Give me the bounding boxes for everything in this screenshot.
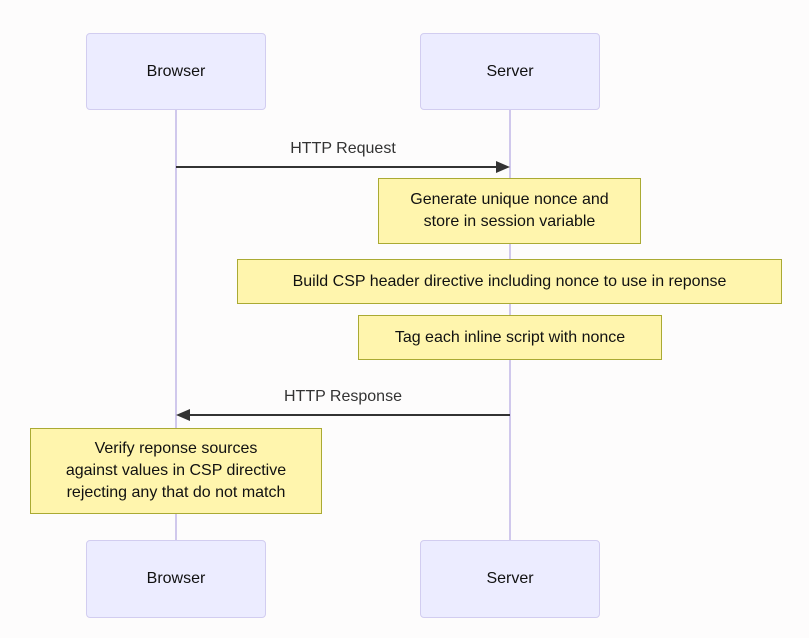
- note-generate-nonce: Generate unique nonce and store in sessi…: [378, 178, 641, 244]
- actor-server-label: Server: [486, 62, 534, 80]
- actor-browser-label: Browser: [146, 570, 206, 587]
- note-tag-inline-script: Tag each inline script with nonce: [358, 315, 662, 360]
- browser-lifeline: [175, 110, 177, 540]
- actor-browser-top: Browser: [86, 33, 266, 110]
- actor-server-top: Server: [420, 33, 600, 110]
- actor-browser-label: Browser: [146, 62, 206, 80]
- message-http-request-line: [176, 166, 498, 168]
- arrowhead-left-icon: [176, 409, 190, 421]
- note-build-csp-header: Build CSP header directive including non…: [237, 259, 782, 304]
- message-http-response-label: HTTP Response: [284, 388, 402, 405]
- actor-server-label: Server: [486, 570, 534, 587]
- message-http-response-line: [188, 414, 510, 416]
- actor-browser-bottom: Browser: [86, 540, 266, 618]
- note-verify-response-sources: Verify reponse sources against values in…: [30, 428, 322, 514]
- actor-server-bottom: Server: [420, 540, 600, 618]
- arrowhead-right-icon: [496, 161, 510, 173]
- message-http-request-label: HTTP Request: [290, 140, 396, 157]
